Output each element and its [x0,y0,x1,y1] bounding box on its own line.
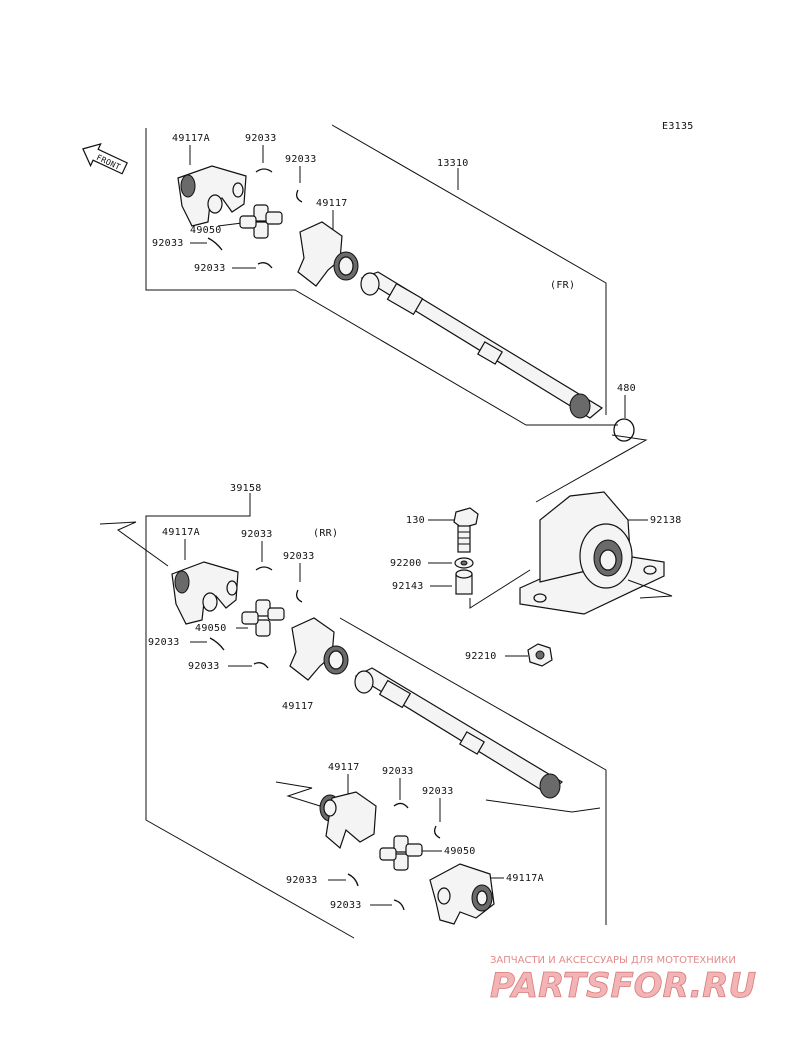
rear-clip-7-part [347,873,359,887]
label-rear-clip-6: 92033 [422,786,454,797]
label-rear-yoke-a-rear: 49117A [506,873,544,884]
label-front-clip-3: 92033 [152,238,184,249]
label-rear-spider-rear: 49050 [444,846,476,857]
bearing-housing-part [519,491,665,615]
front-section-label: (FR) [550,280,575,291]
rear-yoke-a-rear-part [429,863,495,925]
label-front-ring: 480 [617,383,636,394]
rear-yoke-part [289,617,349,681]
label-bearing-washer: 92200 [390,558,422,569]
label-front-yoke: 49117 [316,198,348,209]
front-clip-2-part [296,189,303,203]
front-arrow-icon: FRONT [82,142,128,175]
label-rear-assembly: 39158 [230,483,262,494]
front-clip-3-part [207,237,223,251]
bearing-bolt-part [453,507,479,553]
watermark-tagline: ЗАПЧАСТИ И АКСЕССУАРЫ ДЛЯ МОТОТЕХНИКИ [490,955,736,966]
label-bearing-bolt: 130 [406,515,425,526]
front-shaft-frame [145,124,618,426]
rear-yoke-rear-part [319,791,377,850]
label-rear-clip-2: 92033 [283,551,315,562]
rear-clip-3-part [209,637,225,651]
label-front-assembly: 13310 [437,158,469,169]
rear-clip-8-part [393,899,405,911]
front-ring-part [613,418,635,442]
label-rear-clip-4: 92033 [188,661,220,672]
front-shaft-part [360,271,604,419]
rear-clip-1-part [255,566,273,571]
label-rear-yoke-rear: 49117 [328,762,360,773]
bearing-collar-part [455,569,473,595]
label-rear-clip-8: 92033 [330,900,362,911]
label-front-clip-2: 92033 [285,154,317,165]
label-bearing-nut: 92210 [465,651,497,662]
front-clip-4-part [257,262,273,269]
label-bearing-collar: 92143 [392,581,424,592]
rear-shaft-frame [99,493,607,939]
front-yoke-part [297,221,359,287]
label-rear-clip-7: 92033 [286,875,318,886]
rear-clip-2-part [296,589,303,603]
label-front-spider: 49050 [190,225,222,236]
front-yoke-a-part [177,165,247,227]
rear-shaft-part [354,667,564,799]
label-rear-yoke: 49117 [282,701,314,712]
label-front-clip-4: 92033 [194,263,226,274]
rear-spider-part [241,599,285,637]
label-front-clip-1: 92033 [245,133,277,144]
label-rear-spider: 49050 [195,623,227,634]
bearing-nut-part [527,643,553,667]
front-clip-1-part [255,168,273,173]
label-rear-clip-3: 92033 [148,637,180,648]
label-bearing-housing: 92138 [650,515,682,526]
watermark-brand: PARTSFOR.RU [490,966,756,1006]
rear-yoke-a-part [171,561,239,625]
label-rear-clip-1: 92033 [241,529,273,540]
front-spider-part [239,204,283,239]
rear-section-label: (RR) [313,528,338,539]
rear-spider-rear-part [379,835,423,871]
label-rear-clip-5: 92033 [382,766,414,777]
rear-clip-4-part [253,662,269,669]
label-front-yoke-a: 49117A [172,133,210,144]
rear-clip-5-part [393,802,409,809]
label-rear-yoke-a: 49117A [162,527,200,538]
diagram-code: E3135 [662,121,694,132]
rear-clip-6-part [434,825,441,839]
